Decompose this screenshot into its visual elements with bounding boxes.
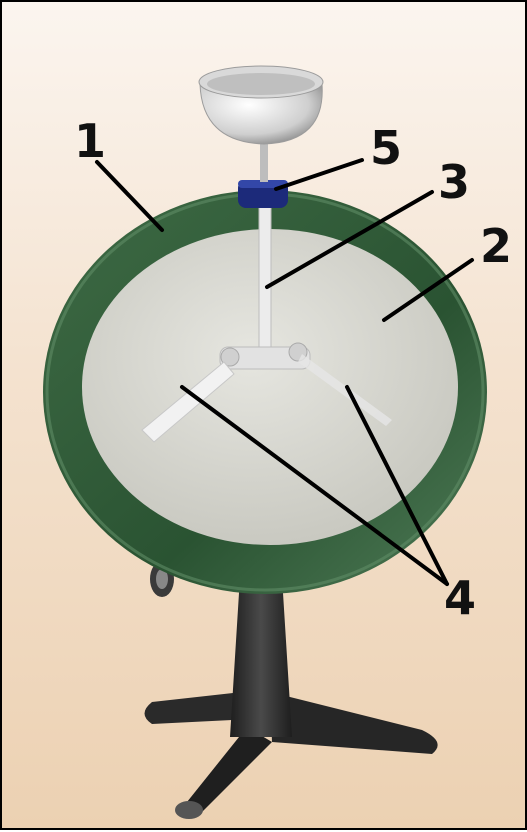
label-2: 2 xyxy=(480,219,512,273)
stand-base xyxy=(145,692,438,819)
stand-pillar xyxy=(230,577,292,737)
central-rod xyxy=(259,207,271,357)
label-1: 1 xyxy=(74,114,106,168)
label-4: 4 xyxy=(444,571,476,625)
pivot-block xyxy=(220,343,310,369)
leader-1 xyxy=(97,162,162,230)
label-5: 5 xyxy=(370,121,402,175)
label-3: 3 xyxy=(438,155,470,209)
leader-5 xyxy=(276,160,362,189)
